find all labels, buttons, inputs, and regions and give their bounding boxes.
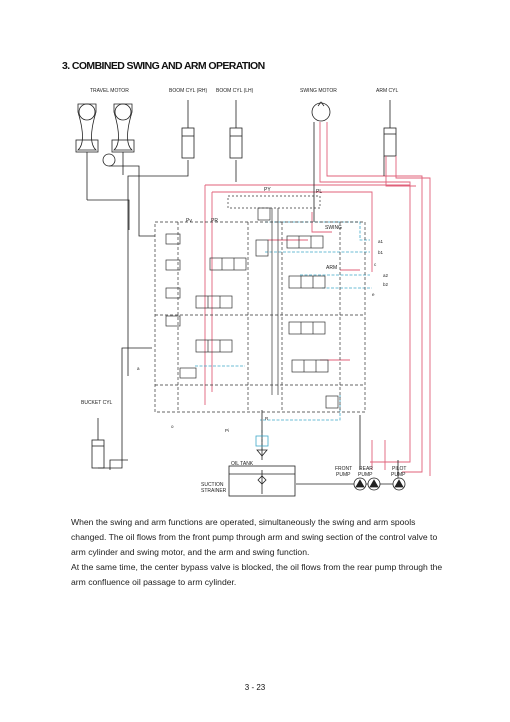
oil-tank xyxy=(228,435,296,497)
pv-label: Pv xyxy=(186,218,192,224)
swing-motor-label: SWING MOTOR xyxy=(300,88,337,94)
front-pump-label-2: PUMP xyxy=(336,472,351,478)
pilot-pump-label-1: PILOT xyxy=(392,466,406,472)
pilot-pump-label-2: PUMP xyxy=(391,472,406,478)
boom-cyl-lh-label: BOOM CYL (LH) xyxy=(216,88,254,94)
port-a2-label: a2 xyxy=(383,273,389,278)
port-o-label: o xyxy=(171,424,174,429)
page-title: 3. COMBINED SWING AND ARM OPERATION xyxy=(62,60,265,72)
arm-section-label: ARM xyxy=(326,265,337,271)
pl-label: PL xyxy=(316,189,322,195)
oil-tank-label: OIL TANK xyxy=(231,461,254,467)
swing-section-label: SWING xyxy=(325,225,342,231)
pr-label: PR xyxy=(211,218,218,224)
rear-pump-label-1: REAR xyxy=(359,466,373,472)
tank-lines xyxy=(87,122,399,494)
front-pump-label-1: FRONT xyxy=(335,466,352,472)
port-b1-label: b1 xyxy=(378,250,384,255)
bucket-cylinder-symbol xyxy=(91,418,105,469)
port-a-label: a xyxy=(137,366,140,371)
pumps xyxy=(296,477,406,491)
py-label: PY xyxy=(264,187,271,193)
boom-cylinders xyxy=(181,100,243,159)
swing-motor-symbol xyxy=(311,101,331,122)
bucket-cyl-label: BUCKET CYL xyxy=(81,400,113,406)
port-e-label: e xyxy=(372,292,375,297)
pilot-lines xyxy=(195,221,372,450)
port-pi-label: Pi xyxy=(225,428,229,433)
port-c-label: c xyxy=(374,262,377,267)
arm-cyl-label: ARM CYL xyxy=(376,88,398,94)
port-a1-label: a1 xyxy=(378,239,384,244)
port-b2-label: b2 xyxy=(383,282,389,287)
suction-strainer-label-1: SUCTION xyxy=(201,482,224,488)
travel-motor-label: TRAVEL MOTOR xyxy=(90,88,129,94)
arm-cylinder-symbol xyxy=(383,100,397,157)
page-number: 3 - 23 xyxy=(244,683,266,692)
suction-strainer-label-2: STRAINER xyxy=(201,488,227,494)
description-paragraph-1: When the swing and arm functions are ope… xyxy=(71,517,438,557)
control-valve-block xyxy=(154,195,366,413)
pressure-lines xyxy=(204,122,431,476)
port-r-label: R xyxy=(265,416,269,421)
travel-motors xyxy=(75,103,135,200)
rear-pump-label-2: PUMP xyxy=(358,472,373,478)
boom-cyl-rh-label: BOOM CYL (RH) xyxy=(169,88,207,94)
description-paragraph-2: At the same time, the center bypass valv… xyxy=(71,562,443,587)
